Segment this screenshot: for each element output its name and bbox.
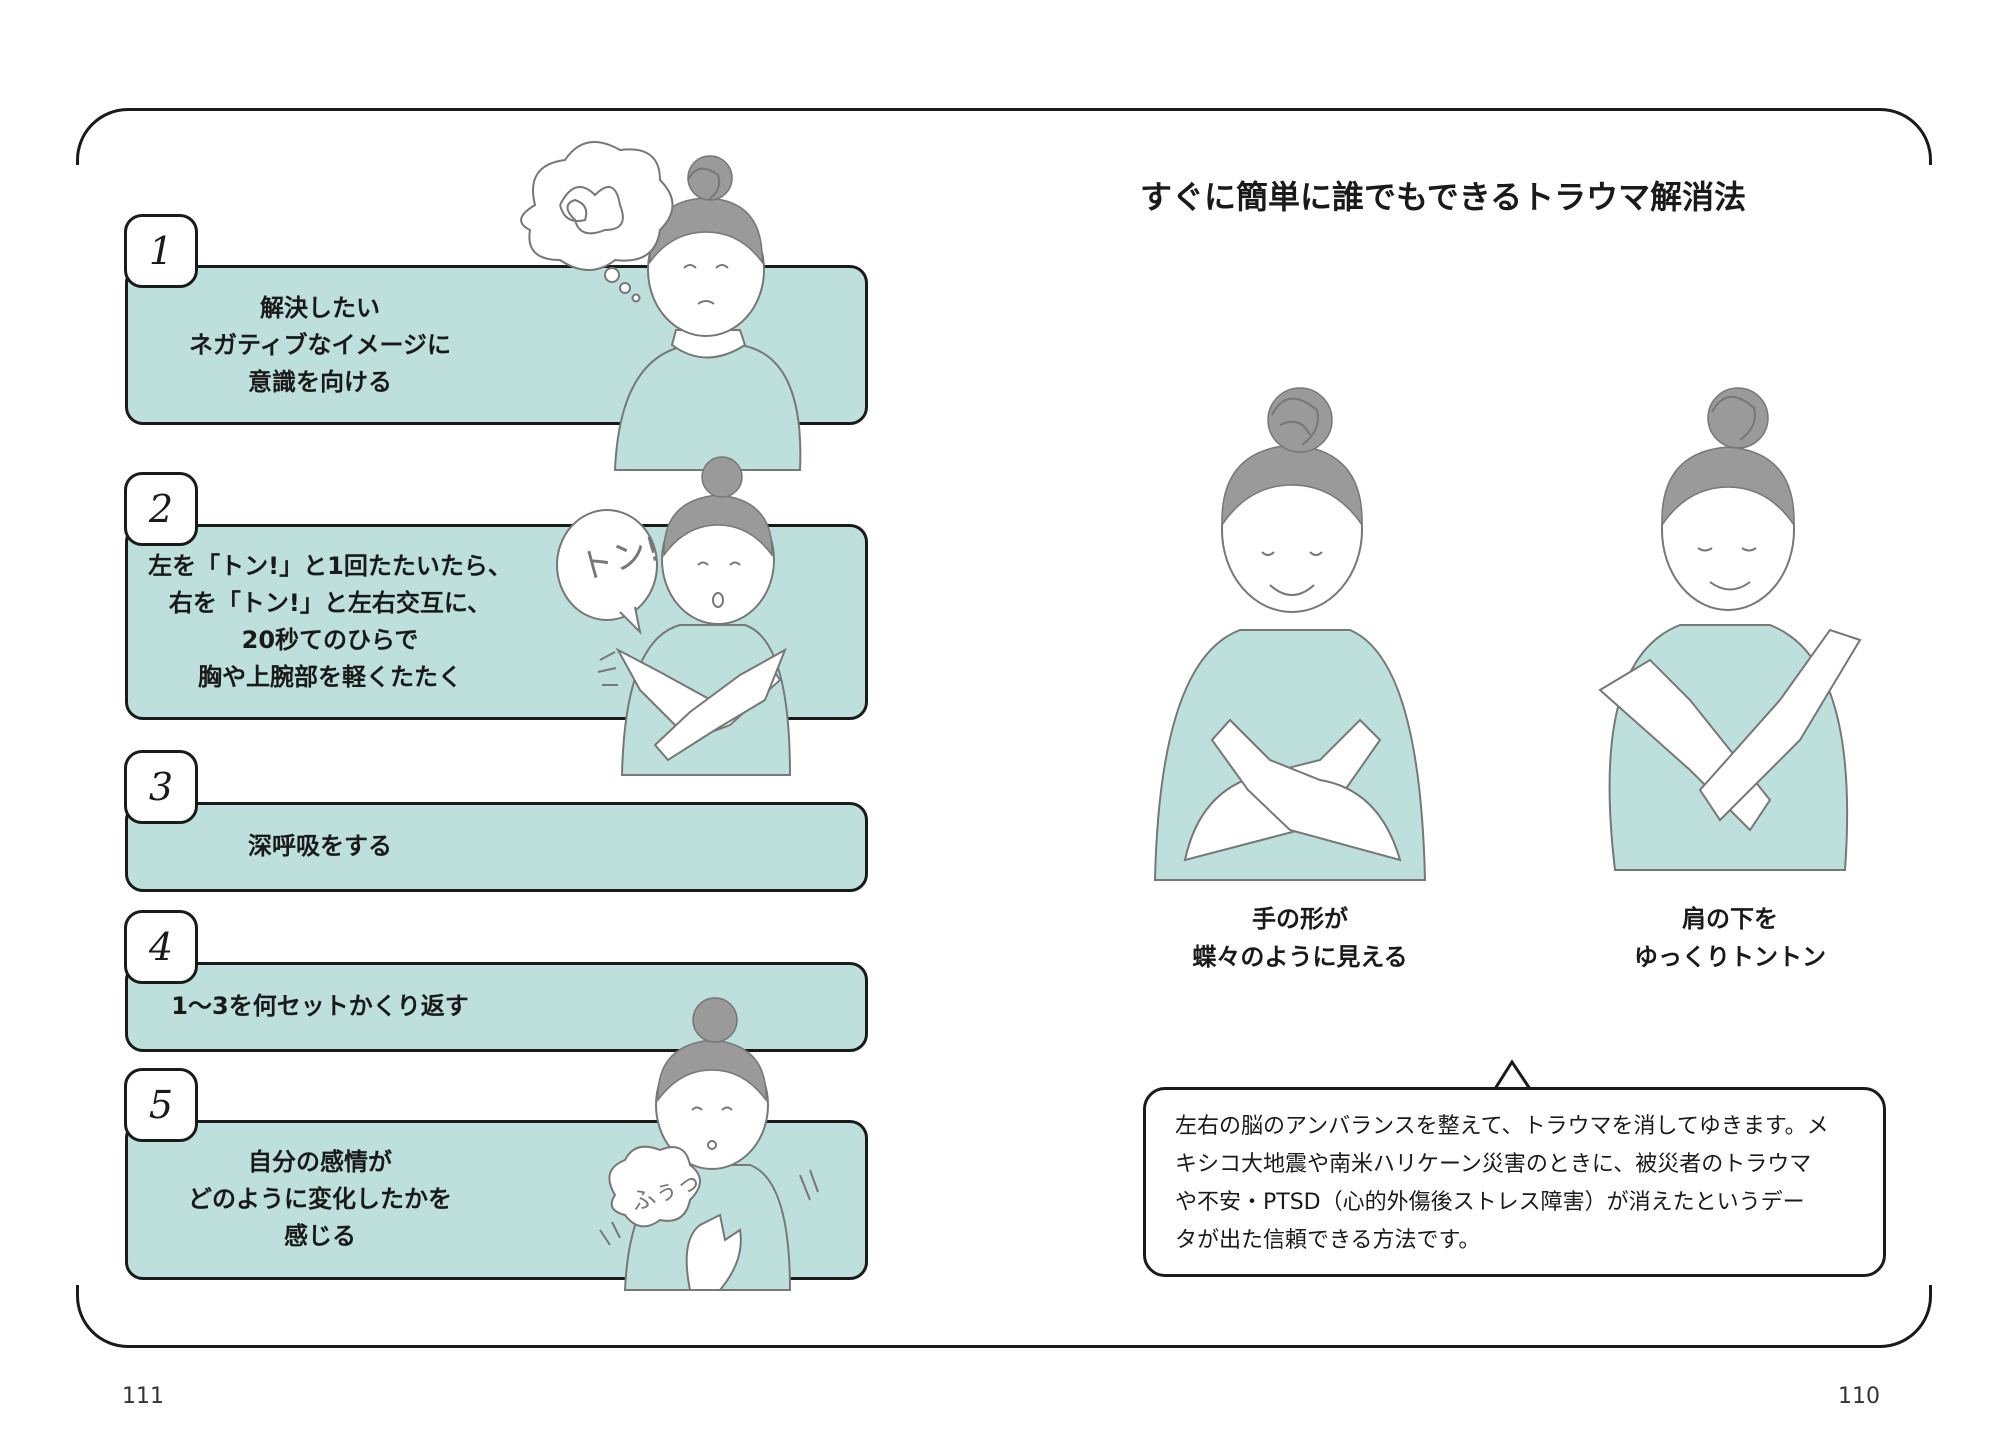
caption-shoulder-line-2: ゆっくりトントン bbox=[1634, 943, 1826, 971]
frame-gap-left bbox=[70, 165, 84, 1285]
note-pointer bbox=[1491, 1059, 1534, 1093]
step-2-line-4: 胸や上腕部を軽くたたく bbox=[198, 663, 462, 691]
figure-1-worried bbox=[520, 141, 802, 471]
note-text: 左右の脳のアンバランスを整えて、トラウマを消してゆきます。メ キシコ大地震や南米… bbox=[1175, 1108, 1865, 1260]
note-line-3: や不安・PTSD（心的外傷後ストレス障害）が消えたというデー bbox=[1175, 1190, 1805, 1215]
step-2-line-1: 左を「トン!」と1回たたいたら、 bbox=[148, 552, 512, 580]
step-3-box bbox=[125, 802, 868, 892]
step-4-number: 4 bbox=[124, 910, 198, 984]
frame-gap-right bbox=[1924, 165, 1938, 1285]
caption-shoulder-line-1: 肩の下を bbox=[1682, 905, 1778, 933]
step-1-line-1: 解決したい bbox=[260, 294, 380, 322]
caption-butterfly: 手の形が 蝶々のように見える bbox=[1170, 900, 1430, 976]
page-title: すぐに簡単に誰でもできるトラウマ解消法 bbox=[1140, 178, 1747, 216]
page-number-left: 111 bbox=[122, 1384, 164, 1409]
step-2-line-2: 右を「トン!」と左右交互に、 bbox=[168, 589, 492, 617]
note-line-2: キシコ大地震や南米ハリケーン災害のときに、被災者のトラウマ bbox=[1175, 1152, 1812, 1177]
step-3-line-1: 深呼吸をする bbox=[248, 832, 392, 860]
step-3-text: 深呼吸をする bbox=[170, 828, 470, 865]
step-1-line-3: 意識を向ける bbox=[248, 368, 392, 396]
caption-butterfly-line-1: 手の形が bbox=[1252, 905, 1348, 933]
step-1-text: 解決したい ネガティブなイメージに 意識を向ける bbox=[170, 290, 470, 401]
caption-butterfly-line-2: 蝶々のように見える bbox=[1192, 943, 1408, 971]
step-4-box bbox=[125, 962, 868, 1052]
step-4-line-1: 1〜3を何セットかくり返す bbox=[171, 992, 469, 1020]
step-5-number: 5 bbox=[124, 1068, 198, 1142]
step-2-number: 2 bbox=[124, 472, 198, 546]
thought-bubble bbox=[520, 141, 674, 303]
caption-shoulder: 肩の下を ゆっくりトントン bbox=[1620, 900, 1840, 976]
step-1-line-2: ネガティブなイメージに bbox=[188, 331, 452, 359]
figure-5-feeling: ふぅっ bbox=[599, 997, 819, 1291]
step-1-number: 1 bbox=[124, 214, 198, 288]
note-line-1: 左右の脳のアンバランスを整えて、トラウマを消してゆきます。メ bbox=[1175, 1114, 1829, 1139]
step-5-line-3: 感じる bbox=[284, 1222, 356, 1250]
speech-bubble-ton: トン! bbox=[556, 509, 664, 636]
step-3-number: 3 bbox=[124, 750, 198, 824]
step-5-text: 自分の感情が どのように変化したかを 感じる bbox=[170, 1144, 470, 1255]
breath-bubble: ふぅっ bbox=[608, 1145, 704, 1228]
note-line-4: タが出た信頼できる方法です。 bbox=[1175, 1228, 1481, 1253]
figure-shoulder-tap bbox=[1598, 387, 1862, 871]
page-number-right: 110 bbox=[1838, 1384, 1880, 1409]
step-2-text: 左を「トン!」と1回たたいたら、 右を「トン!」と左右交互に、 20秒てのひらで… bbox=[135, 548, 525, 696]
step-4-text: 1〜3を何セットかくり返す bbox=[170, 988, 470, 1025]
figure-butterfly-hug bbox=[1153, 387, 1427, 881]
note-box bbox=[1143, 1087, 1886, 1277]
step-2-line-3: 20秒てのひらで bbox=[241, 626, 419, 654]
step-5-line-2: どのように変化したかを bbox=[188, 1185, 452, 1213]
step-5-line-1: 自分の感情が bbox=[248, 1148, 392, 1176]
figure-2-tapping: トン! bbox=[556, 456, 792, 776]
